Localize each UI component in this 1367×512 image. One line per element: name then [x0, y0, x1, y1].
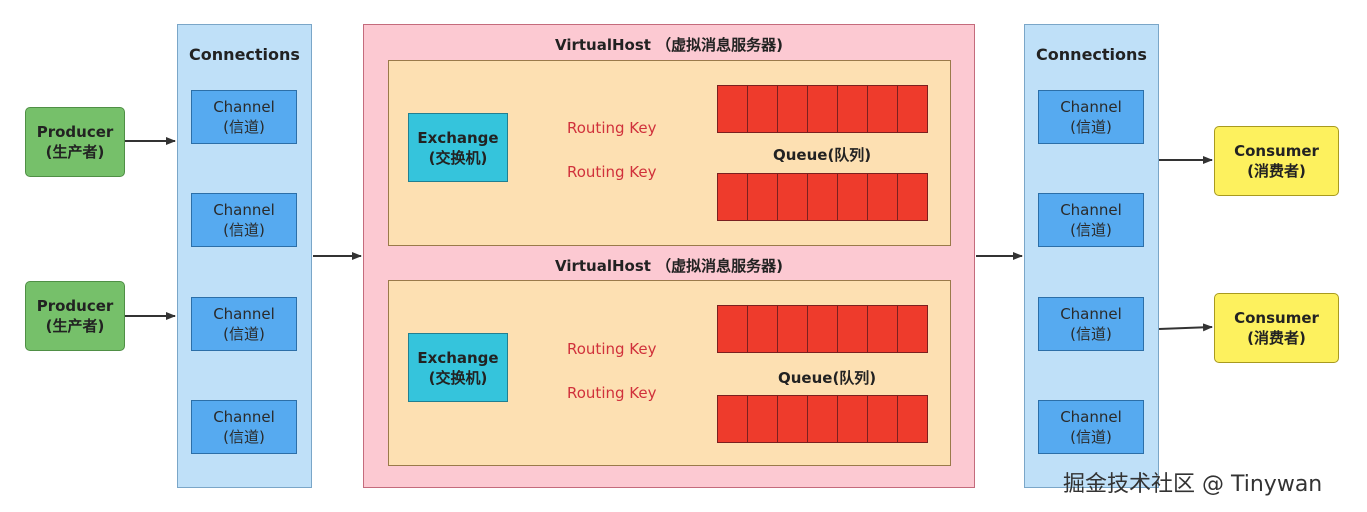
consumer-cn-label: (消费者) [1247, 329, 1306, 347]
left-channel-1: Channel (信道) [191, 90, 297, 144]
exchange-box-2: Exchange (交换机) [408, 333, 508, 402]
channel-cn-label: (信道) [223, 428, 265, 446]
queue-cell [898, 174, 927, 220]
queue-cell [778, 174, 808, 220]
channel-label: Channel [213, 305, 275, 323]
channel-label: Channel [1060, 408, 1122, 426]
queue-cell [778, 86, 808, 132]
queue-cell [898, 306, 927, 352]
producer-label: Producer [36, 123, 114, 141]
routing-key-label: Routing Key [566, 340, 658, 358]
queue-cell [808, 306, 838, 352]
consumer-box-1: Consumer (消费者) [1214, 126, 1339, 196]
producer-cn-label: (生产者) [45, 143, 105, 161]
consumer-box-2: Consumer (消费者) [1214, 293, 1339, 363]
queue-cell [898, 396, 927, 442]
channel-label: Channel [1060, 201, 1122, 219]
producer-cn-label: (生产者) [45, 317, 105, 335]
left-channel-3: Channel (信道) [191, 297, 297, 351]
queue-cell [868, 396, 898, 442]
queue-2a [717, 305, 928, 353]
queue-cell [778, 396, 808, 442]
producer-box-1: Producer (生产者) [25, 107, 125, 177]
channel-cn-label: (信道) [223, 118, 265, 136]
queue-cell [718, 86, 748, 132]
channel-label: Channel [213, 98, 275, 116]
left-channel-4: Channel (信道) [191, 400, 297, 454]
left-channel-2: Channel (信道) [191, 193, 297, 247]
queue-2b [717, 395, 928, 443]
queue-cell [748, 174, 778, 220]
exchange-box-1: Exchange (交换机) [408, 113, 508, 182]
queue-cell [898, 86, 927, 132]
channel-label: Channel [1060, 305, 1122, 323]
queue-cell [808, 174, 838, 220]
queue-cell [868, 306, 898, 352]
queue-label: Queue(队列) [778, 369, 877, 387]
producer-box-2: Producer (生产者) [25, 281, 125, 351]
right-channel-4: Channel (信道) [1038, 400, 1144, 454]
watermark-text: 掘金技术社区 @ Tinywan [1063, 472, 1323, 497]
queue-cell [868, 86, 898, 132]
queue-cell [718, 174, 748, 220]
exchange-cn-label: (交换机) [428, 368, 488, 387]
queue-label: Queue(队列) [773, 146, 872, 164]
consumer-label: Consumer [1234, 142, 1319, 160]
producer-label: Producer [36, 297, 114, 315]
virtualhost-2-title: VirtualHost （虚拟消息服务器) [554, 257, 784, 275]
channel-label: Channel [213, 408, 275, 426]
consumer-label: Consumer [1234, 309, 1319, 327]
queue-cell [778, 306, 808, 352]
channel-cn-label: (信道) [1070, 221, 1112, 239]
channel-cn-label: (信道) [1070, 325, 1112, 343]
queue-cell [718, 396, 748, 442]
queue-1a [717, 85, 928, 133]
consumer-2-arrow [1158, 323, 1213, 332]
queue-cell [808, 86, 838, 132]
exchange-label: Exchange [417, 128, 499, 147]
right-channel-1: Channel (信道) [1038, 90, 1144, 144]
channel-label: Channel [1060, 98, 1122, 116]
consumer-cn-label: (消费者) [1247, 162, 1306, 180]
channel-cn-label: (信道) [223, 325, 265, 343]
queue-cell [748, 306, 778, 352]
right-channel-2: Channel (信道) [1038, 193, 1144, 247]
routing-key-label: Routing Key [566, 163, 658, 181]
right-channel-3: Channel (信道) [1038, 297, 1144, 351]
right-connections-title: Connections [1036, 45, 1147, 64]
queue-cell [748, 396, 778, 442]
virtualhost-1-title: VirtualHost （虚拟消息服务器) [554, 36, 784, 54]
queue-cell [838, 86, 868, 132]
channel-cn-label: (信道) [1070, 428, 1112, 446]
queue-cell [838, 174, 868, 220]
left-connections-title: Connections [189, 45, 300, 64]
exchange-cn-label: (交换机) [428, 148, 488, 167]
channel-cn-label: (信道) [1070, 118, 1112, 136]
routing-key-label: Routing Key [566, 384, 658, 402]
queue-cell [838, 306, 868, 352]
queue-cell [808, 396, 838, 442]
channel-label: Channel [213, 201, 275, 219]
queue-cell [868, 174, 898, 220]
exchange-label: Exchange [417, 348, 499, 367]
channel-cn-label: (信道) [223, 221, 265, 239]
routing-key-label: Routing Key [566, 119, 658, 137]
queue-cell [838, 396, 868, 442]
queue-cell [718, 306, 748, 352]
queue-cell [748, 86, 778, 132]
queue-1b [717, 173, 928, 221]
